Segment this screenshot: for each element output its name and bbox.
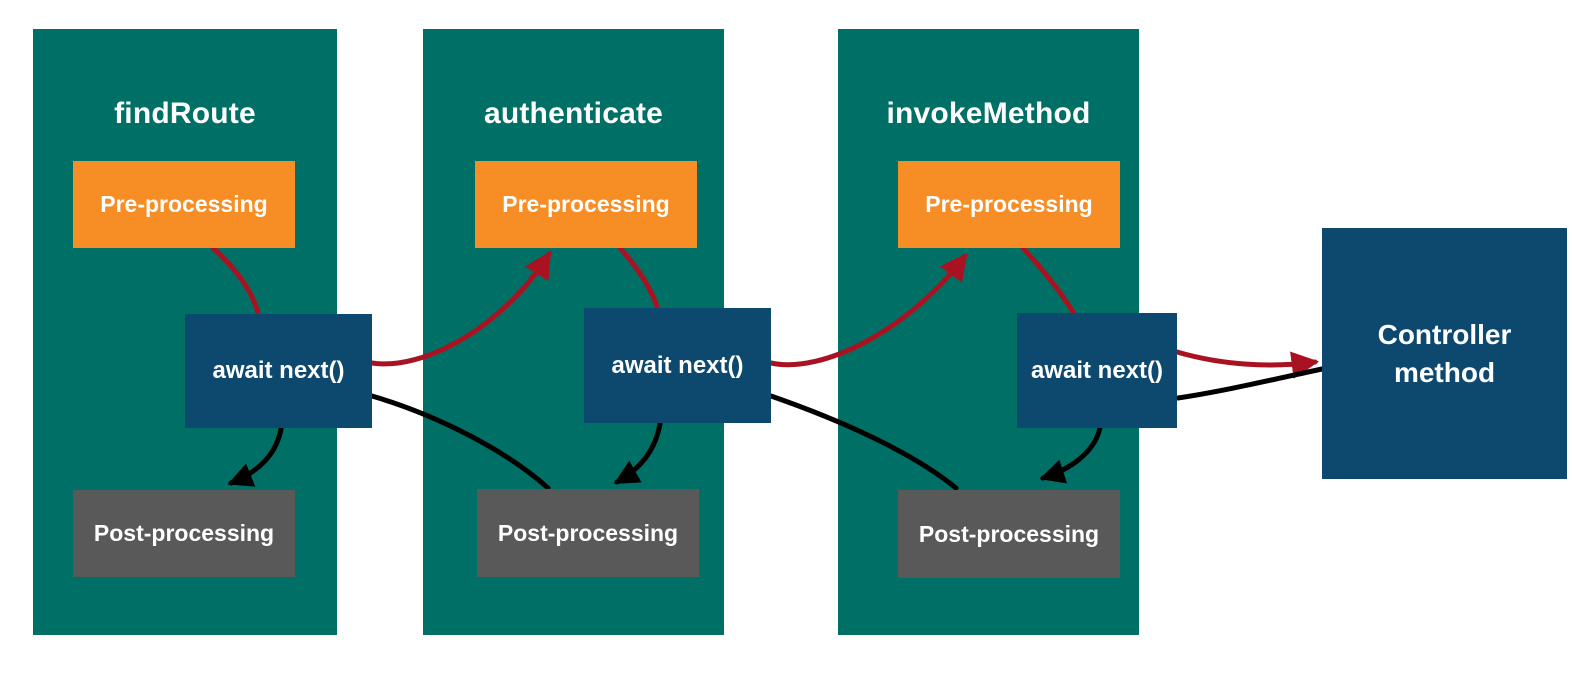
post-processing-box-findRoute: Post-processing	[73, 490, 295, 577]
arrow-invokeMethod.await-next-to-controller-method	[1174, 349, 1320, 379]
pre-processing-label-invokeMethod: Pre-processing	[925, 191, 1093, 217]
await-next-label-findRoute: await next()	[212, 357, 345, 384]
arrow-controller-method-to-invokeMethod.await-next	[1175, 366, 1325, 401]
pre-processing-label-findRoute: Pre-processing	[100, 191, 268, 217]
panel-title-authenticate: authenticate	[483, 97, 664, 130]
pre-processing-box-findRoute: Pre-processing	[73, 161, 295, 248]
await-next-box-findRoute: await next()	[185, 314, 372, 428]
panel-title-findRoute: findRoute	[114, 97, 256, 130]
await-next-box-invokeMethod: await next()	[1017, 313, 1177, 428]
post-processing-box-invokeMethod: Post-processing	[898, 490, 1120, 578]
post-processing-label-authenticate: Post-processing	[497, 519, 679, 546]
controller-method-box: Controller method	[1322, 228, 1567, 479]
await-next-label-authenticate: await next()	[611, 351, 744, 379]
post-processing-label-invokeMethod: Post-processing	[918, 520, 1100, 547]
pre-processing-label-authenticate: Pre-processing	[502, 191, 670, 217]
controller-method-label: Controller method	[1377, 318, 1512, 388]
panel-title-invokeMethod: invokeMethod	[886, 97, 1091, 130]
post-processing-box-authenticate: Post-processing	[477, 489, 699, 577]
post-processing-label-findRoute: Post-processing	[93, 520, 275, 546]
pre-processing-box-invokeMethod: Pre-processing	[898, 161, 1120, 248]
await-next-label-invokeMethod: await next()	[1030, 356, 1164, 384]
pre-processing-box-authenticate: Pre-processing	[475, 161, 697, 248]
await-next-box-authenticate: await next()	[584, 308, 771, 423]
